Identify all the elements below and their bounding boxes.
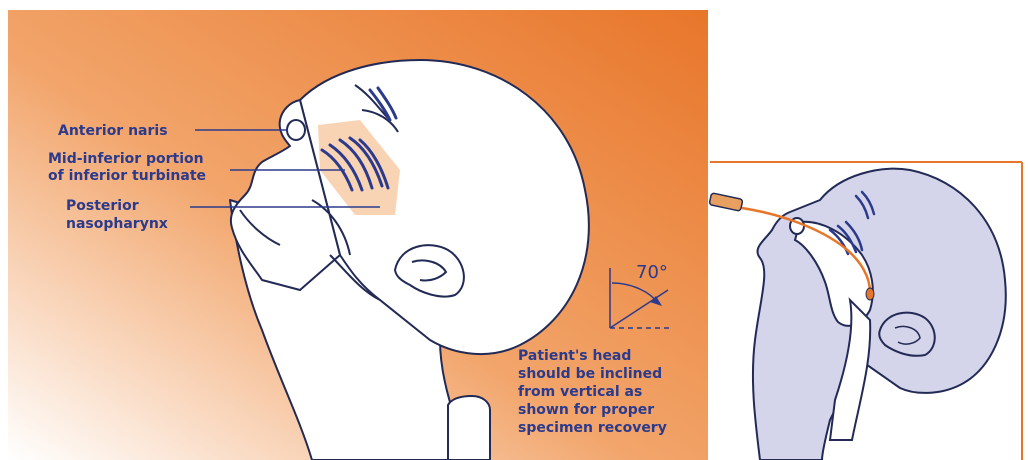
note-line-3: from vertical as (518, 384, 642, 400)
label-mid-inferior-line1: Mid-inferior portion (48, 151, 204, 167)
right-head-illustration (753, 169, 1006, 460)
angle-value: 70° (636, 262, 668, 283)
note-line-5: specimen recovery (518, 420, 667, 436)
label-posterior-line1: Posterior (66, 198, 139, 214)
note-line-4: shown for proper (518, 402, 654, 418)
label-anterior-naris: Anterior naris (58, 123, 168, 139)
right-panel (709, 162, 1022, 460)
note-line-1: Patient's head (518, 348, 631, 364)
note-line-2: should be inclined (518, 366, 662, 382)
swab-handle (709, 193, 743, 211)
label-mid-inferior-line2: of inferior turbinate (48, 168, 206, 184)
label-posterior-line2: nasopharynx (66, 216, 168, 232)
swab-tip (866, 288, 874, 300)
